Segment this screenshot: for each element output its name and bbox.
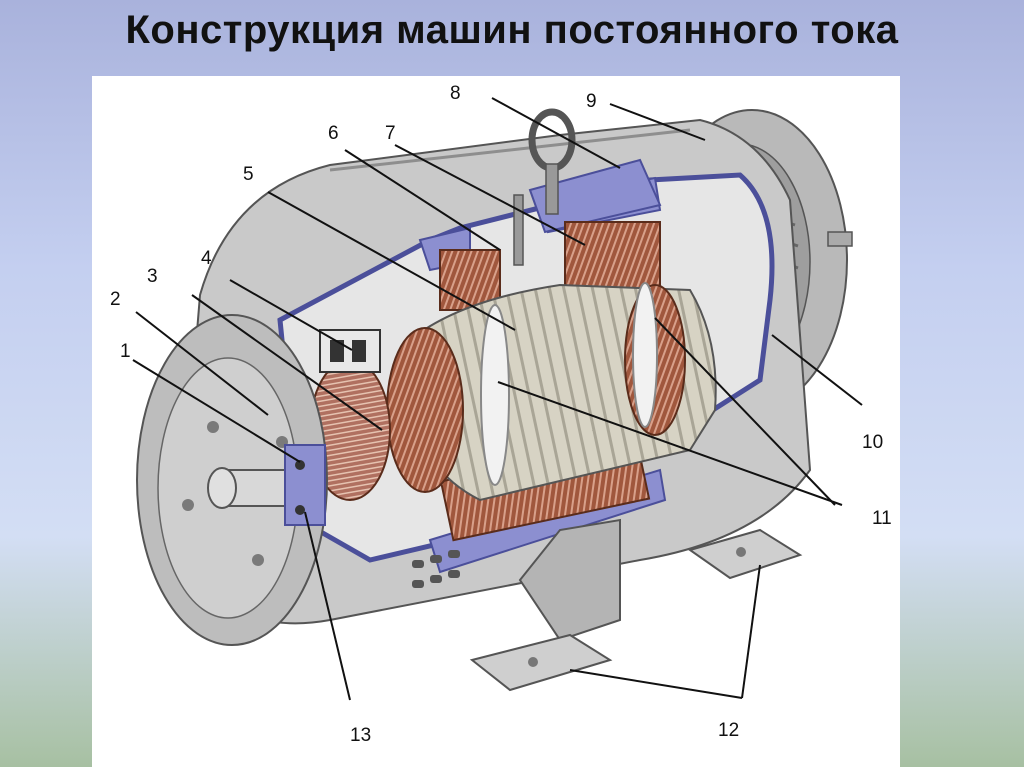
shaft-end [207, 467, 237, 509]
callout-2: 2 [110, 289, 121, 310]
binding-band-1 [480, 304, 510, 486]
bearing-section [284, 444, 326, 526]
leader-9 [609, 103, 706, 141]
rear-shaft-end [827, 231, 853, 247]
leader-3 [191, 294, 383, 431]
leader-5 [267, 191, 516, 331]
callout-6: 6 [328, 123, 339, 144]
leader-12a [741, 564, 761, 699]
callout-12: 12 [718, 720, 739, 741]
leader-12b [569, 669, 743, 699]
leader-6 [344, 149, 501, 251]
front-end-shield [136, 314, 328, 646]
leader-8 [491, 97, 621, 169]
foot-front [469, 633, 613, 692]
eye-bolt-stem [545, 163, 559, 215]
leader-11a [497, 381, 843, 506]
leader-13 [304, 511, 351, 701]
callout-labels: 1 2 3 4 5 6 7 8 9 10 11 12 13 [110, 83, 892, 746]
callout-1: 1 [120, 341, 131, 362]
callout-7: 7 [385, 123, 396, 144]
brush-holder [319, 329, 381, 373]
callout-4: 4 [201, 248, 212, 269]
brush-b [352, 340, 366, 362]
pole-bolt [513, 194, 524, 266]
callout-13: 13 [350, 725, 371, 746]
callout-3: 3 [147, 266, 158, 287]
leader-7 [394, 144, 586, 246]
leader-1 [132, 359, 301, 463]
brush-a [330, 340, 344, 362]
mounting-feet [469, 518, 803, 692]
binding-band-2 [632, 282, 658, 428]
leader-lines [132, 97, 863, 701]
callout-10: 10 [862, 432, 883, 453]
armature-winding-front [386, 327, 464, 493]
shield-bolts [182, 421, 288, 566]
diagram-panel: 1 2 3 4 5 6 7 8 9 10 11 12 13 [92, 76, 900, 767]
armature [386, 282, 717, 502]
callout-9: 9 [586, 91, 597, 112]
callout-5: 5 [243, 164, 254, 185]
callout-11: 11 [872, 508, 892, 529]
slide-title: Конструкция машин постоянного тока [125, 8, 899, 52]
leader-4 [229, 279, 353, 351]
dc-machine-cutaway-illustration: 1 2 3 4 5 6 7 8 9 10 11 12 13 [110, 83, 892, 746]
callout-8: 8 [450, 83, 461, 104]
bearing-ball-2 [295, 505, 305, 515]
vent-slots [412, 550, 460, 588]
leader-10 [771, 334, 863, 406]
bearing-ball-1 [295, 460, 305, 470]
leader-11b [654, 317, 836, 506]
lifting-lug [513, 108, 662, 266]
leader-2 [135, 311, 269, 416]
